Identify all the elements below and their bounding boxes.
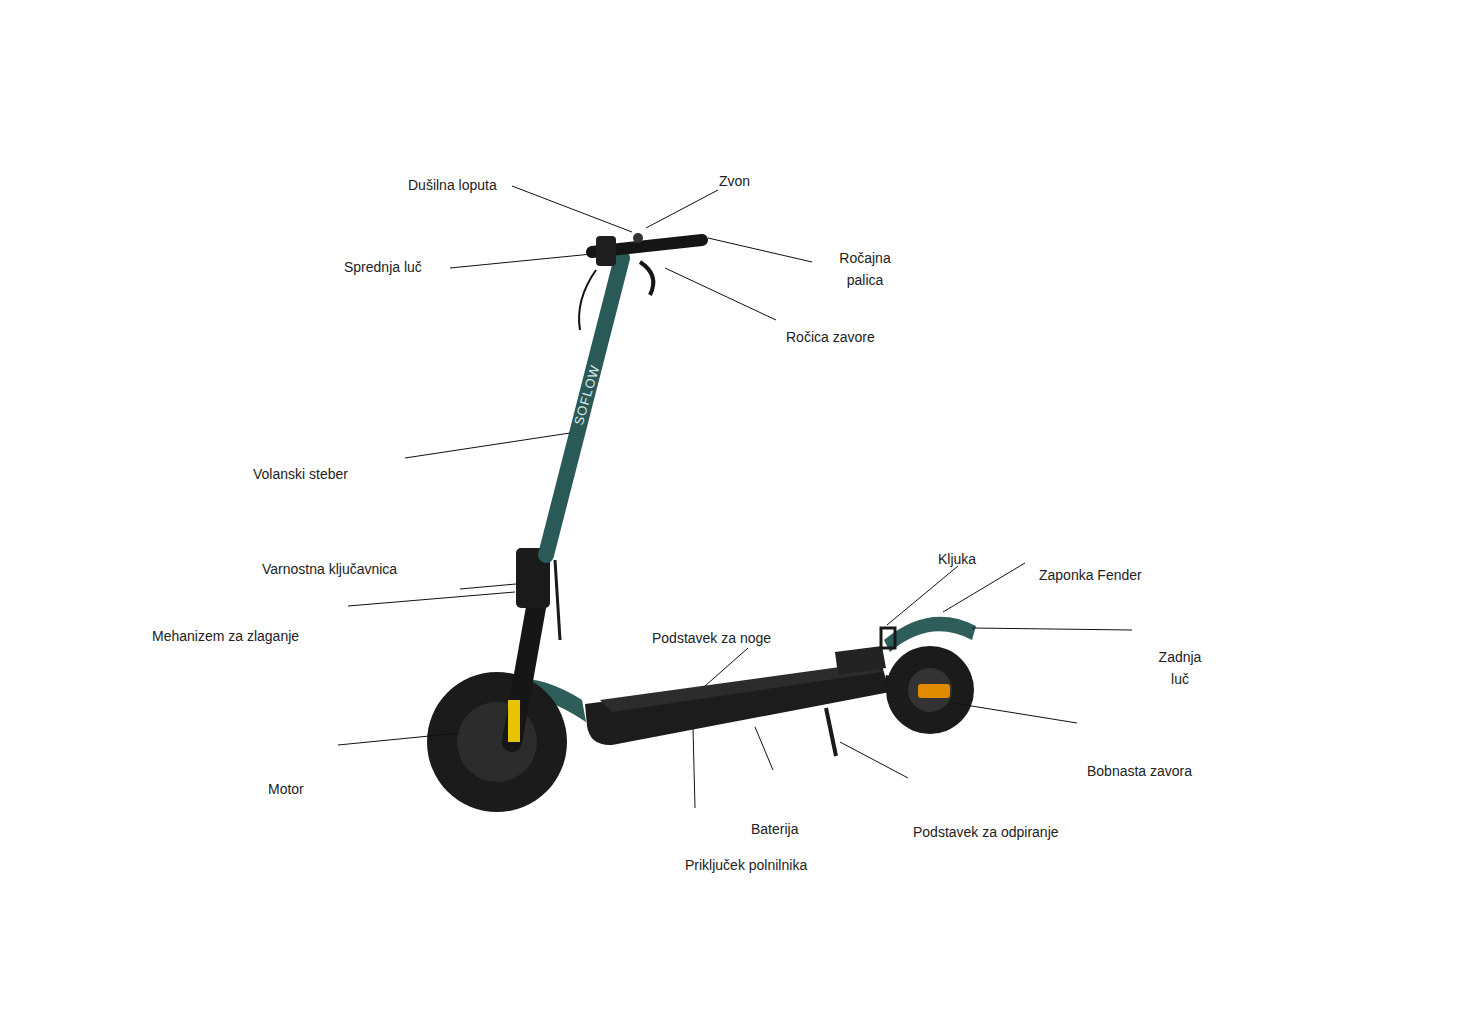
part-label: Zvon [719,170,750,192]
brand-text: SOFLOW [568,362,606,428]
leader-lines [338,186,1132,808]
rear-wheel [886,646,974,734]
brake-lever [640,262,653,295]
steering-column [546,258,622,555]
folding-lever [555,560,560,640]
part-label: Volanski steber [253,463,348,485]
rear-fender [884,617,976,652]
rear-reflector [918,684,950,698]
part-label: Podstavek za noge [652,627,771,649]
part-label: Ročajna palica [830,247,900,291]
part-label: Kljuka [938,548,976,570]
part-label: Podstavek za odpiranje [913,821,1059,843]
part-label: Sprednja luč [344,256,422,278]
part-label: Bobnasta zavora [1087,760,1192,782]
part-label: Zaponka Fender [1039,564,1142,586]
part-label: Ročica zavore [786,326,875,348]
brake-cable [579,270,596,330]
part-label: Baterija [751,818,798,840]
kickstand [826,708,836,756]
part-label: Priključek polnilnika [685,854,807,876]
front-wheel [427,672,567,812]
hook [881,628,895,648]
part-label: Dušilna loputa [408,174,497,196]
part-label: Mehanizem za zlaganje [152,625,299,647]
bell [633,233,643,243]
rear-pad [835,646,886,675]
part-label: Zadnja luč [1150,646,1210,690]
display [596,236,616,266]
part-label: Motor [268,778,304,800]
drum-brake [908,668,952,712]
part-label: Varnostna ključavnica [262,558,462,580]
front-reflector [508,700,520,742]
